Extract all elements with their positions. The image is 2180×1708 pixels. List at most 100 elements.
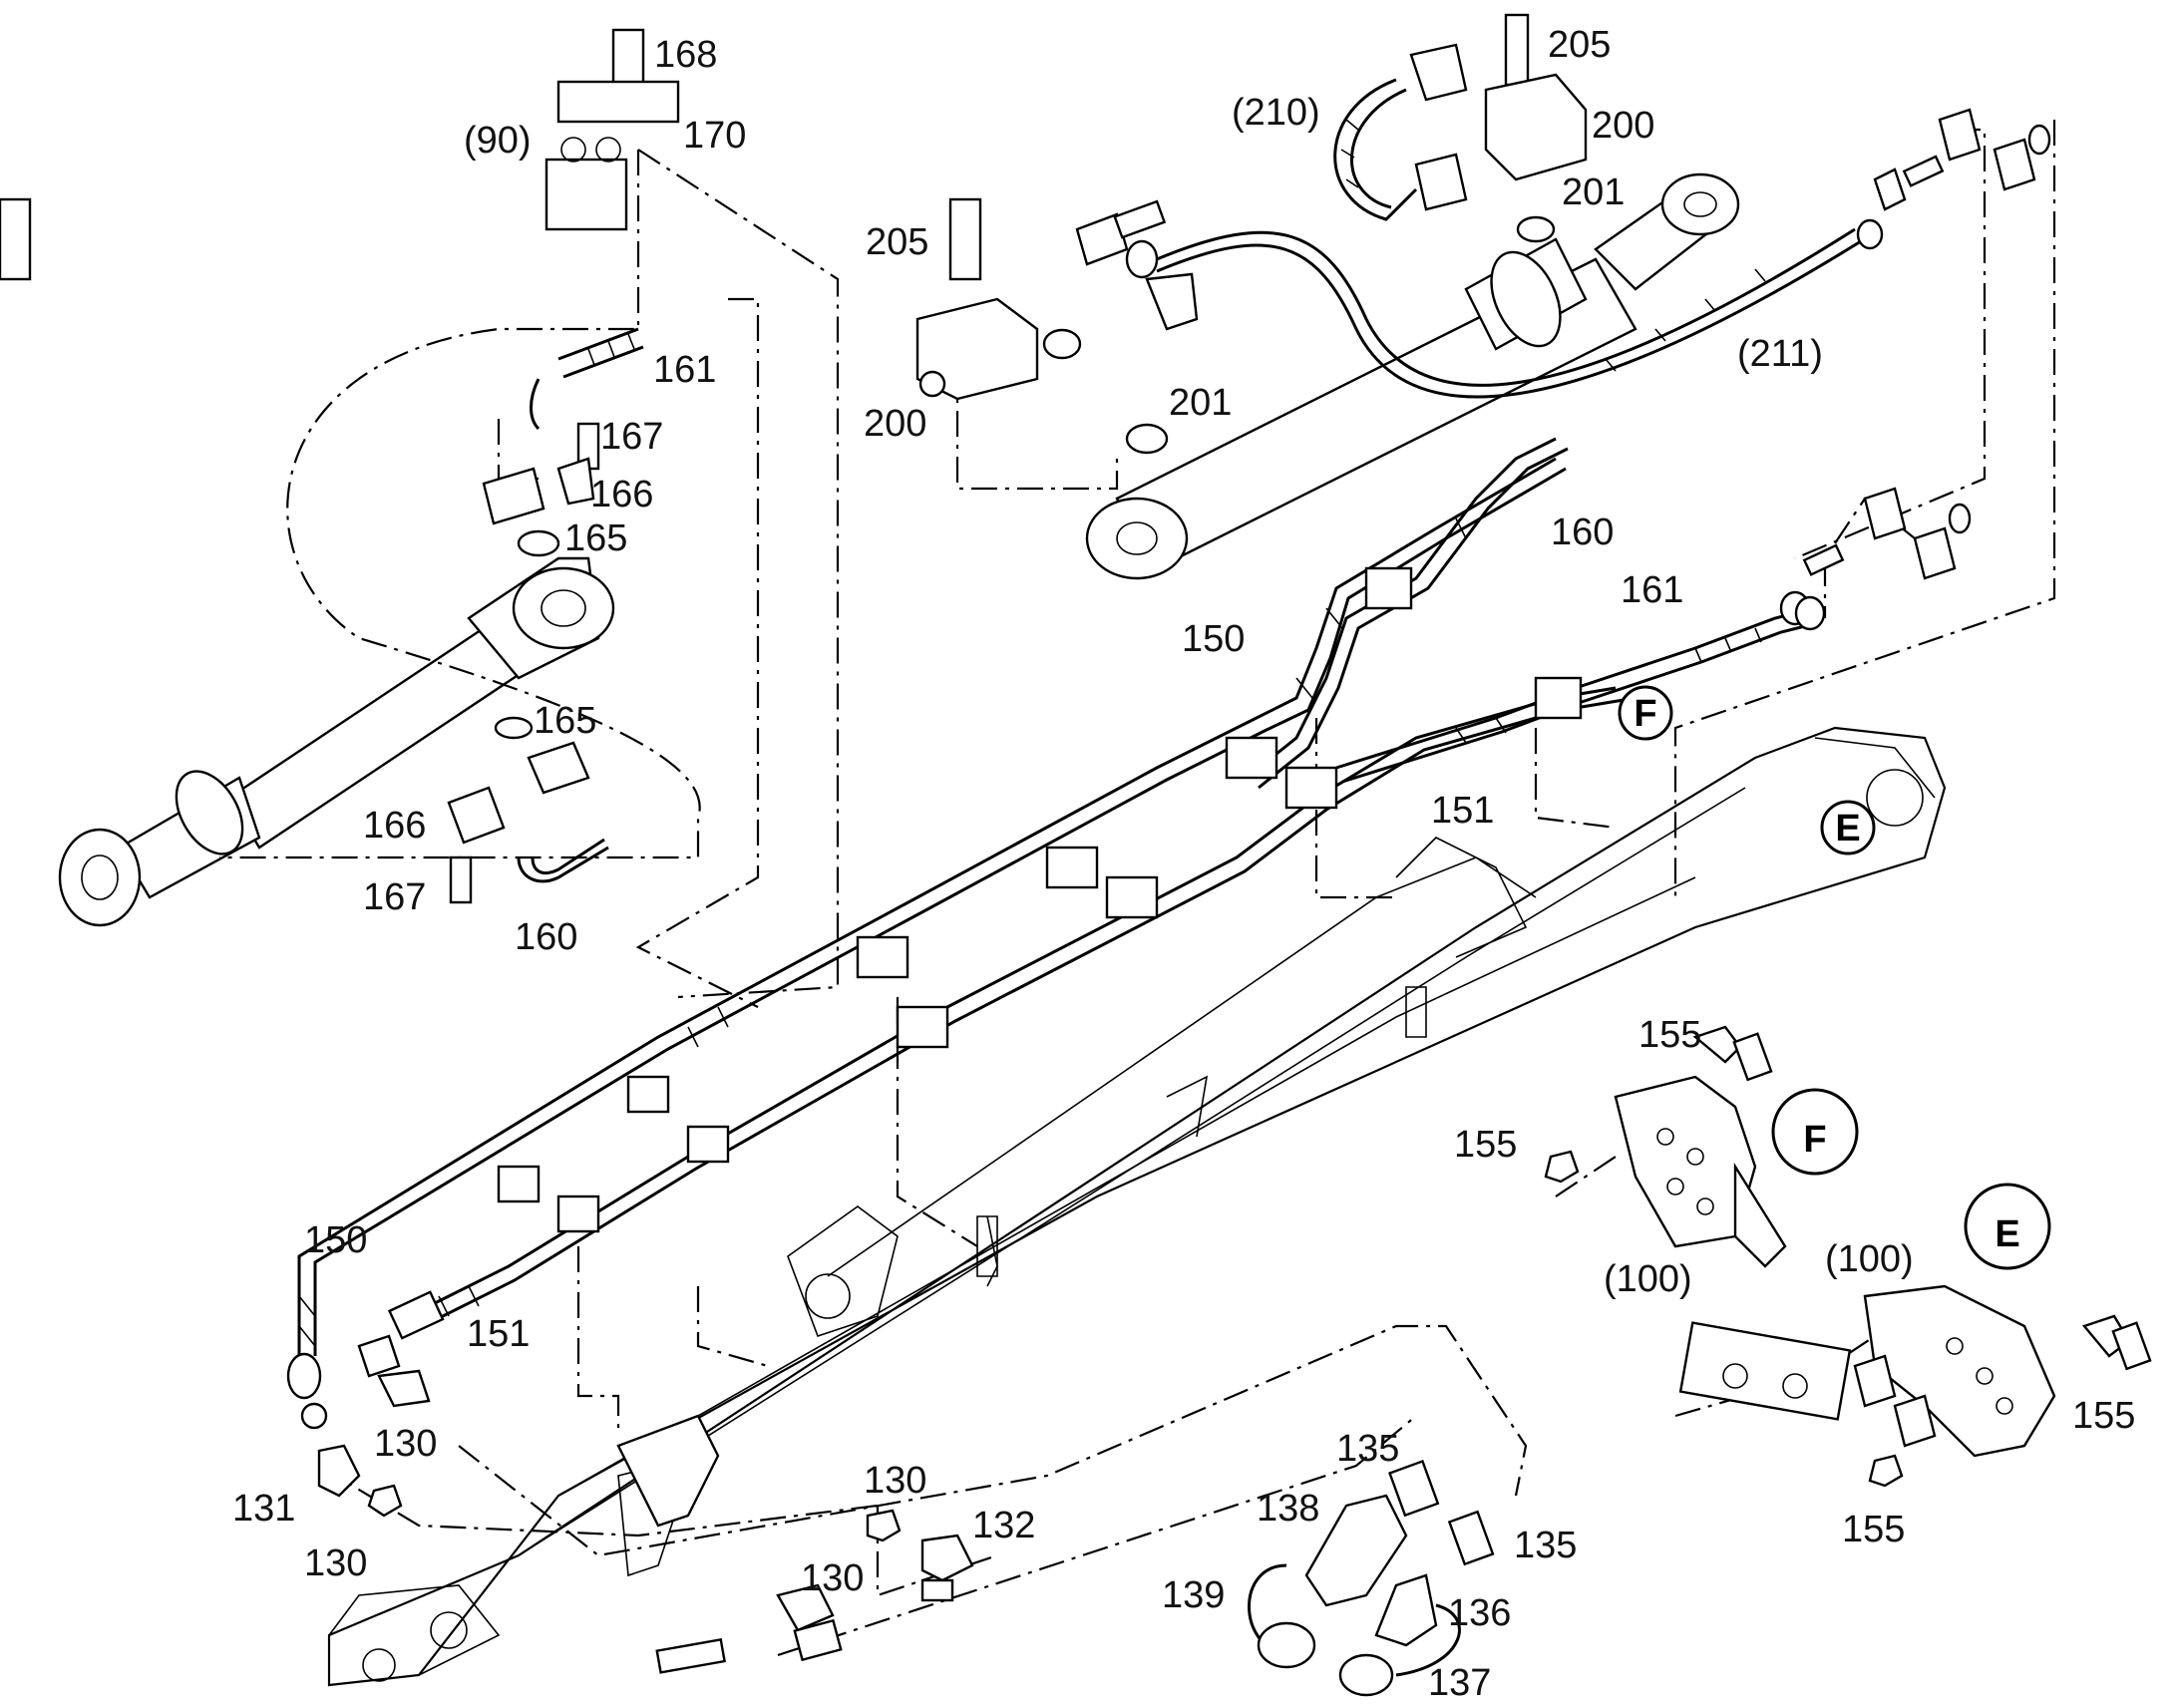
nipple-135b <box>1447 1510 1495 1566</box>
bracket-F-detail <box>1544 1025 1787 1268</box>
callout-130: 130 <box>864 1460 926 1502</box>
bracket-E-detail <box>1678 1284 2152 1488</box>
bolt-205a <box>948 197 982 281</box>
callout-170: 170 <box>683 115 746 157</box>
nut-155b <box>1544 1150 1580 1184</box>
callout-151: 151 <box>1431 790 1494 832</box>
callout-168: 168 <box>654 34 717 76</box>
top-left-clamp-assembly <box>545 28 680 231</box>
callout-100: (100) <box>1604 1258 1692 1300</box>
callout-165: 165 <box>564 517 627 559</box>
bolt-205b <box>1504 13 1530 87</box>
clamp-90 <box>545 158 628 231</box>
dust-cap-139 <box>1257 1621 1316 1669</box>
clamp-half-166b <box>447 786 506 845</box>
callout-205: 205 <box>866 221 928 263</box>
callout-137: 137 <box>1428 1662 1491 1704</box>
clamp-half-166a <box>482 467 545 525</box>
assembly-lines <box>219 120 2056 1657</box>
boom-cylinder-left <box>58 556 615 927</box>
valve-block-200-left <box>0 197 1199 455</box>
hose-211 <box>1156 227 1862 399</box>
callout-150: 150 <box>1182 618 1245 660</box>
right-flange-fittings <box>1779 108 2051 631</box>
callout-200: 200 <box>864 403 926 445</box>
callout-201: 201 <box>1169 382 1232 424</box>
detail-marker-E-small: E <box>1820 800 1876 855</box>
bolt-167b <box>449 855 473 904</box>
svg-text:F: F <box>1634 693 1656 735</box>
elbow-130e <box>776 1583 835 1632</box>
valve-block-200b <box>1484 73 1588 181</box>
svg-text:E: E <box>1835 808 1860 850</box>
callout-131: 131 <box>232 1488 295 1530</box>
callout-100: (100) <box>1825 1238 1914 1280</box>
callout-167: 167 <box>600 416 663 458</box>
callout-135: 135 <box>1336 1428 1399 1470</box>
flange-fittings-left <box>447 422 600 904</box>
callout-161: 161 <box>653 349 716 391</box>
callout-201: 201 <box>1562 171 1625 213</box>
clamp-half-165b <box>527 741 590 795</box>
elbow-130a <box>357 1334 401 1378</box>
callout-161: 161 <box>1621 569 1683 611</box>
valve-block-200-right <box>1409 13 1588 243</box>
o-ring-201b <box>1516 215 1556 243</box>
nipple-135a <box>1388 1459 1440 1518</box>
coupler-136 <box>1374 1573 1438 1647</box>
callout-90: (90) <box>464 120 532 162</box>
callout-138: 138 <box>1257 1488 1319 1530</box>
o-ring-201a <box>1125 423 1169 455</box>
o-ring-165b <box>494 716 534 740</box>
callout-132: 132 <box>972 1505 1035 1546</box>
nut-155d <box>1868 1454 1904 1488</box>
elbow-131 <box>317 1444 361 1498</box>
callout-labels: 168 170 (90) 161 167 166 165 165 166 167… <box>232 24 2135 1704</box>
detail-marker-F-small: F <box>1618 685 1673 741</box>
callout-155: 155 <box>2072 1395 2135 1437</box>
nut-130c <box>367 1484 403 1518</box>
callout-210: (210) <box>1232 92 1320 134</box>
left-fittings-130-131 <box>286 1290 445 1518</box>
callout-130: 130 <box>801 1557 864 1599</box>
o-ring-left <box>1042 328 1082 360</box>
callout-200: 200 <box>1592 105 1654 147</box>
callout-136: 136 <box>1448 1592 1511 1634</box>
callout-130: 130 <box>304 1542 367 1584</box>
valve-block-200a <box>915 297 1039 401</box>
bracket-100b <box>1863 1284 2056 1458</box>
callout-155: 155 <box>1454 1124 1517 1166</box>
o-ring-165a <box>517 529 560 557</box>
hose-160-lower <box>517 838 609 883</box>
callout-166: 166 <box>590 474 653 515</box>
clamp-plate-170 <box>556 80 680 124</box>
callout-155: 155 <box>1638 1014 1701 1056</box>
callout-155: 155 <box>1842 1509 1905 1550</box>
hose-161-upper <box>530 327 644 431</box>
detail-marker-E-large: E <box>1964 1183 2051 1270</box>
callout-135: 135 <box>1514 1525 1577 1566</box>
callout-151: 151 <box>467 1313 530 1355</box>
svg-text:E: E <box>1995 1213 2019 1255</box>
coupler-138 <box>1304 1494 1408 1607</box>
elbow-132 <box>920 1534 974 1582</box>
callout-160: 160 <box>1551 512 1614 553</box>
detail-marker-F-large: F <box>1771 1088 1859 1176</box>
nut-130d <box>866 1509 902 1542</box>
dust-cap-137 <box>1338 1653 1394 1697</box>
callout-139: 139 <box>1162 1574 1225 1616</box>
bolt-bottom <box>616 1414 726 1674</box>
callout-150: 150 <box>304 1219 367 1261</box>
hose-210 <box>1333 78 1418 221</box>
callout-165: 165 <box>534 700 596 742</box>
arm-cylinder-right <box>1085 172 1740 580</box>
quick-couplers <box>1248 1459 1495 1697</box>
plate-E <box>1678 1321 1852 1421</box>
callout-167: 167 <box>363 876 426 918</box>
callout-166: 166 <box>363 805 426 847</box>
bottom-center-fittings <box>776 1509 974 1662</box>
adapter-155a <box>1692 1025 1742 1064</box>
callout-205: 205 <box>1548 24 1611 66</box>
hose-clamps <box>497 566 1583 1233</box>
